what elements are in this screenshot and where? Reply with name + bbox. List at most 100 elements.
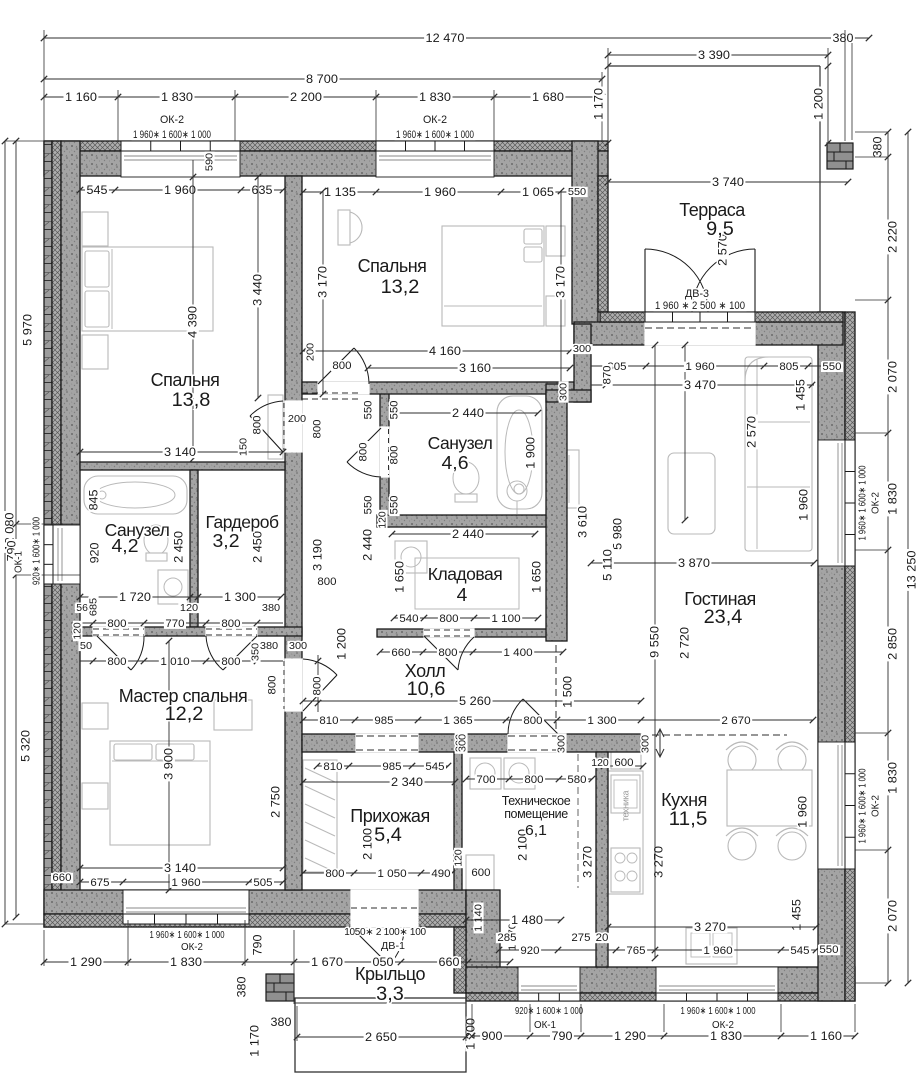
svg-text:3 170: 3 170 — [316, 266, 330, 298]
svg-text:ОК-1: ОК-1 — [534, 1019, 556, 1031]
svg-text:1 500: 1 500 — [561, 676, 575, 708]
svg-text:200: 200 — [288, 413, 306, 425]
svg-text:ОК-2: ОК-2 — [160, 114, 184, 126]
svg-text:810: 810 — [319, 715, 338, 727]
svg-text:ОК-2: ОК-2 — [712, 1019, 734, 1031]
svg-text:050: 050 — [373, 955, 394, 969]
svg-text:675: 675 — [90, 877, 109, 889]
svg-text:4,2: 4,2 — [112, 535, 139, 556]
svg-text:Кладовая: Кладовая — [428, 564, 502, 584]
svg-text:770: 770 — [165, 618, 184, 630]
svg-text:1 480: 1 480 — [511, 913, 543, 927]
svg-text:800: 800 — [221, 618, 240, 630]
svg-text:800: 800 — [524, 774, 543, 786]
svg-text:3 190: 3 190 — [311, 539, 325, 571]
svg-text:120: 120 — [180, 602, 198, 614]
svg-text:1050∗ 2 100∗ 100: 1050∗ 2 100∗ 100 — [344, 927, 426, 938]
svg-text:800: 800 — [267, 675, 279, 694]
svg-text:12,2: 12,2 — [165, 704, 204, 725]
svg-text:550: 550 — [822, 361, 841, 373]
svg-text:Терраса: Терраса — [679, 200, 746, 220]
svg-text:Кухня: Кухня — [661, 790, 707, 810]
svg-text:790: 790 — [251, 934, 265, 955]
svg-text:550: 550 — [363, 495, 375, 514]
svg-text:Техническое: Техническое — [502, 794, 571, 808]
svg-text:5 980: 5 980 — [611, 518, 625, 550]
svg-text:Санузел: Санузел — [428, 433, 493, 453]
svg-text:920: 920 — [88, 542, 102, 563]
svg-text:1 960∗ 1 600∗ 1 000: 1 960∗ 1 600∗ 1 000 — [133, 129, 211, 141]
svg-text:2 670: 2 670 — [721, 715, 750, 727]
svg-text:380: 380 — [871, 136, 885, 157]
svg-text:120: 120 — [591, 758, 609, 769]
svg-text:3,2: 3,2 — [213, 530, 240, 551]
svg-text:3 870: 3 870 — [678, 556, 710, 570]
svg-text:1 050: 1 050 — [377, 868, 406, 880]
svg-text:5 970: 5 970 — [21, 314, 35, 346]
svg-text:550: 550 — [363, 400, 375, 419]
svg-text:1 160: 1 160 — [810, 1029, 842, 1043]
svg-text:2 340: 2 340 — [391, 775, 423, 789]
svg-text:3 900: 3 900 — [162, 748, 176, 780]
svg-text:2 440: 2 440 — [452, 527, 484, 541]
svg-text:1 960: 1 960 — [171, 877, 200, 889]
svg-text:800: 800 — [439, 613, 458, 625]
svg-text:920∗ 1 600∗ 1 000: 920∗ 1 600∗ 1 000 — [31, 517, 43, 585]
svg-text:техника: техника — [621, 791, 631, 822]
svg-text:1 960: 1 960 — [797, 489, 811, 521]
svg-text:1 100: 1 100 — [491, 613, 520, 625]
svg-text:1 455: 1 455 — [790, 899, 804, 931]
svg-text:1 830: 1 830 — [710, 1029, 742, 1043]
svg-text:Спальня: Спальня — [151, 370, 220, 390]
svg-text:1 960: 1 960 — [796, 796, 810, 828]
svg-text:600: 600 — [471, 867, 490, 879]
svg-text:600: 600 — [614, 757, 633, 769]
svg-text:1 200: 1 200 — [335, 628, 349, 660]
svg-text:1 830: 1 830 — [419, 90, 451, 104]
svg-text:380: 380 — [833, 31, 854, 45]
svg-text:900: 900 — [482, 1029, 503, 1043]
svg-text:275: 275 — [571, 932, 590, 944]
svg-text:4: 4 — [457, 584, 468, 605]
svg-text:1 300: 1 300 — [587, 715, 616, 727]
svg-text:150: 150 — [238, 438, 250, 456]
svg-text:3 270: 3 270 — [652, 846, 666, 878]
svg-text:4,6: 4,6 — [442, 452, 469, 473]
svg-text:1 650: 1 650 — [393, 561, 407, 593]
svg-text:1 900: 1 900 — [524, 437, 538, 469]
svg-text:1 300: 1 300 — [224, 590, 256, 604]
svg-text:985: 985 — [382, 761, 401, 773]
svg-text:Гостиная: Гостиная — [684, 589, 756, 609]
svg-text:120: 120 — [73, 622, 84, 640]
svg-text:Холл: Холл — [405, 661, 445, 681]
svg-text:800: 800 — [252, 415, 264, 434]
svg-text:300: 300 — [558, 383, 570, 401]
svg-text:920∗ 1 600∗ 1 000: 920∗ 1 600∗ 1 000 — [515, 1005, 583, 1017]
svg-text:1 170: 1 170 — [248, 1025, 262, 1057]
svg-text:ОК-2: ОК-2 — [870, 795, 882, 817]
svg-text:660: 660 — [391, 647, 410, 659]
svg-text:2 570: 2 570 — [745, 416, 759, 448]
svg-text:285: 285 — [497, 932, 516, 944]
svg-text:8 700: 8 700 — [306, 72, 338, 86]
svg-text:2 650: 2 650 — [365, 1030, 397, 1044]
svg-text:1 830: 1 830 — [161, 90, 193, 104]
svg-text:660: 660 — [52, 872, 71, 884]
svg-text:380: 380 — [260, 640, 278, 652]
svg-text:870: 870 — [602, 365, 614, 384]
svg-text:985: 985 — [374, 715, 393, 727]
svg-text:Спальня: Спальня — [358, 256, 427, 276]
svg-text:3 160: 3 160 — [459, 361, 491, 375]
svg-text:700: 700 — [476, 774, 495, 786]
svg-text:2 570: 2 570 — [716, 234, 730, 266]
svg-text:800: 800 — [389, 445, 401, 464]
svg-text:4 160: 4 160 — [429, 344, 461, 358]
svg-text:3 440: 3 440 — [251, 274, 265, 306]
svg-text:20: 20 — [596, 932, 609, 944]
svg-text:800: 800 — [312, 419, 324, 438]
svg-text:800: 800 — [325, 868, 344, 880]
svg-text:помещение: помещение — [504, 807, 568, 821]
svg-text:550: 550 — [389, 400, 401, 419]
svg-text:1 670: 1 670 — [311, 955, 343, 969]
svg-text:790: 790 — [552, 1029, 573, 1043]
